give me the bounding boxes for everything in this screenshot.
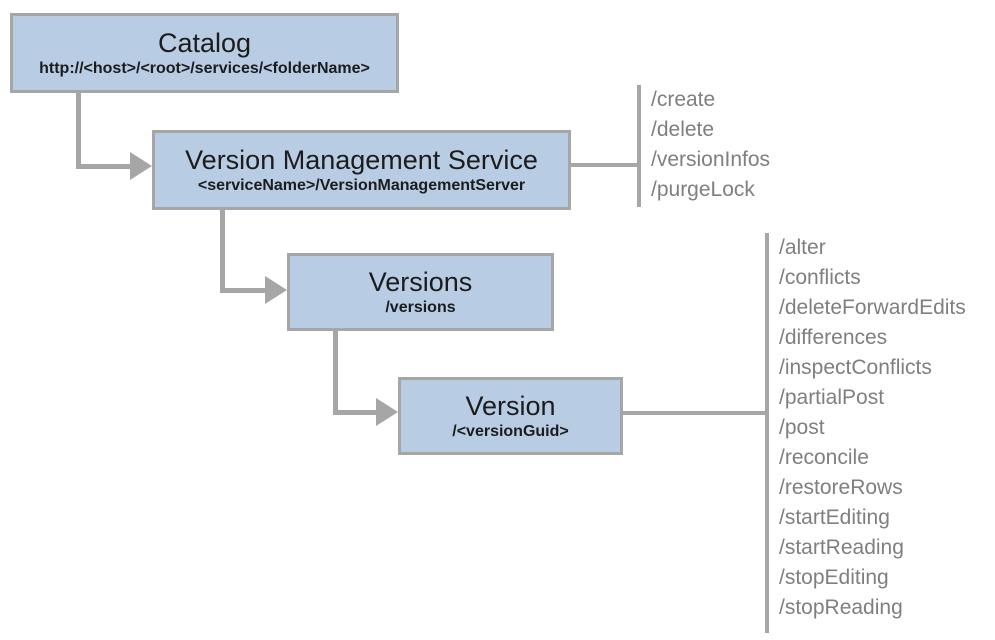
connector-catalog-to-vms-vertical [76,92,81,168]
bracket-version-operations [765,233,769,633]
operation-item: /partialPost [779,386,885,409]
arrow-head-icon [265,276,287,304]
node-catalog: Catalog http://<host>/<root>/services/<f… [10,13,399,93]
operation-item: /post [779,416,825,439]
operation-item: /deleteForwardEdits [779,296,966,319]
node-subtitle: /versions [385,299,456,317]
arrow-head-icon [130,152,152,180]
node-version: Version /<versionGuid> [398,377,623,455]
operations-list-version: /alter/conflicts/deleteForwardEdits/diff… [779,233,966,623]
operation-item: /delete [651,118,715,141]
operation-item: /create [651,88,716,111]
connector-vms-to-operations [571,163,639,167]
operation-item: /restoreRows [779,476,903,499]
node-subtitle: /<versionGuid> [452,423,569,441]
operation-item: /inspectConflicts [779,356,932,379]
connector-vms-to-versions-vertical [220,209,225,293]
operations-list-vms: /create/delete/versionInfos/purgeLock [651,85,770,205]
operation-item: /versionInfos [651,148,771,171]
node-title: Catalog [157,27,252,58]
operation-item: /conflicts [779,266,861,289]
operation-item: /differences [779,326,888,349]
node-subtitle: <serviceName>/VersionManagementServer [197,177,526,195]
node-versions: Versions /versions [287,253,554,331]
node-title: Version [465,390,556,421]
operation-item: /alter [779,236,826,259]
operation-item: /startReading [779,536,904,559]
node-title: Version Management Service [185,144,538,175]
bracket-vms-operations [637,85,641,207]
node-version-management-service: Version Management Service <serviceName>… [152,130,571,210]
operation-item: /stopEditing [779,566,889,589]
operation-item: /purgeLock [651,178,755,201]
node-subtitle: http://<host>/<root>/services/<folderNam… [39,60,370,78]
operation-item: /stopReading [779,596,903,619]
operation-item: /startEditing [779,506,890,529]
arrow-head-icon [376,398,398,426]
operation-item: /reconcile [779,446,869,469]
connector-versions-to-version-horizontal [333,410,377,415]
node-title: Versions [368,266,473,297]
connector-vms-to-versions-horizontal [220,288,267,293]
connector-versions-to-version-vertical [333,330,338,415]
connector-version-to-operations [623,411,767,415]
connector-catalog-to-vms-horizontal [76,164,131,169]
